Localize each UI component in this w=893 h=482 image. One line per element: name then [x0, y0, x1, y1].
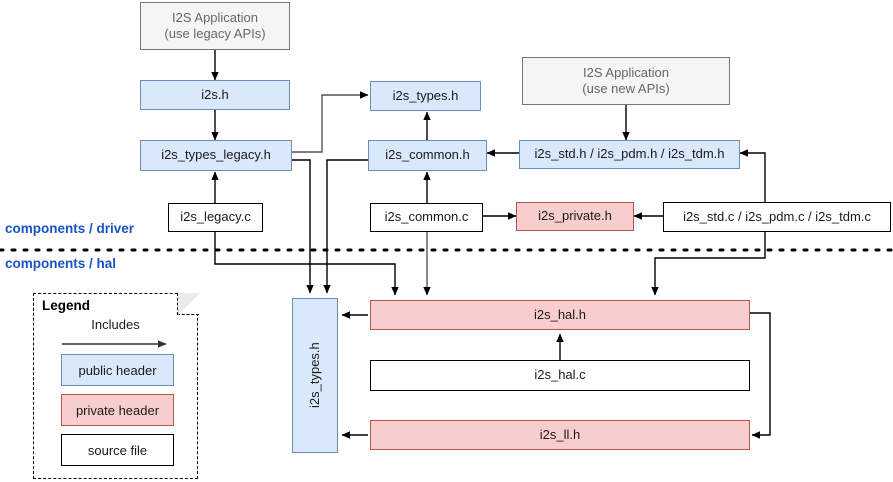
- legend-includes-label: Includes: [91, 317, 140, 332]
- edge-typeslegacy-typeshal: [292, 159, 314, 294]
- edge-commonh-typeshal: [323, 159, 368, 294]
- node-i2s-types-h-hal[interactable]: i2s_types.h: [292, 298, 338, 453]
- node-app-legacy[interactable]: I2S Application (use legacy APIs): [140, 2, 290, 50]
- node-i2s-h[interactable]: i2s.h: [140, 80, 290, 110]
- legend-title: Legend: [42, 298, 91, 313]
- edge-legacyc-halh: [214, 232, 399, 296]
- node-i2s-legacy-c[interactable]: i2s_legacy.c: [168, 203, 263, 232]
- edge-stdc-stdh: [739, 149, 766, 203]
- legend-fold-corner: [176, 292, 200, 315]
- legend-swatch-public-header: public header: [61, 354, 174, 386]
- node-i2s-private-h[interactable]: i2s_private.h: [516, 202, 634, 231]
- node-app-new[interactable]: I2S Application (use new APIs): [522, 57, 730, 105]
- node-i2s-std-h[interactable]: i2s_std.h / i2s_pdm.h / i2s_tdm.h: [519, 140, 740, 169]
- node-i2s-common-c[interactable]: i2s_common.c: [370, 203, 483, 232]
- layer-label-hal: components / hal: [5, 256, 117, 271]
- node-i2s-std-c[interactable]: i2s_std.c / i2s_pdm.c / i2s_tdm.c: [663, 202, 891, 232]
- node-i2s-ll-h[interactable]: i2s_ll.h: [370, 420, 750, 450]
- edge-stdc-halh: [651, 232, 766, 296]
- edge-typeslegacy-types: [292, 91, 369, 153]
- layer-label-driver: components / driver: [5, 221, 135, 236]
- node-i2s-common-h[interactable]: i2s_common.h: [368, 140, 487, 171]
- node-i2s-hal-c[interactable]: i2s_hal.c: [370, 360, 750, 391]
- legend-swatch-private-header: private header: [61, 394, 174, 426]
- legend-includes-arrow-icon: [62, 340, 167, 348]
- node-i2s-types-h[interactable]: i2s_types.h: [370, 81, 481, 111]
- legend-swatch-source-file: source file: [61, 434, 174, 466]
- node-i2s-types-legacy-h[interactable]: i2s_types_legacy.h: [140, 140, 292, 171]
- legend-box: Legend Includes public header private he…: [33, 292, 200, 479]
- node-i2s-hal-h[interactable]: i2s_hal.h: [370, 300, 750, 330]
- edge-halh-llh: [750, 312, 771, 439]
